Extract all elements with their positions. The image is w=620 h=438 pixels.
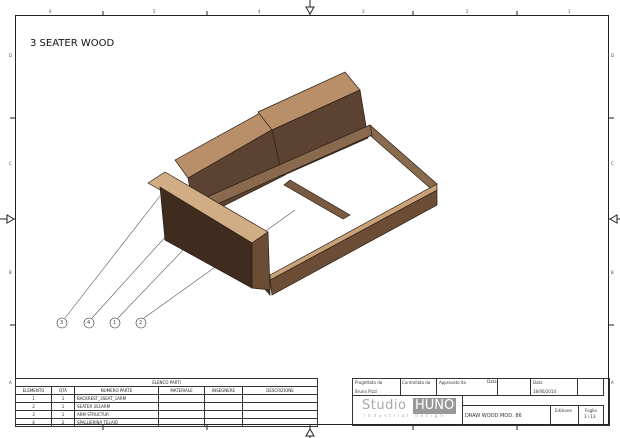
- col-header: DESCRIZIONE: [242, 386, 318, 395]
- center-arrow-top: [305, 6, 315, 16]
- zone-col-label: 6: [49, 9, 52, 14]
- backrest-right-face: [271, 89, 369, 177]
- col-header: NUMERO PARTE: [74, 386, 159, 395]
- leader-line: [64, 195, 161, 319]
- zone-row-label: C: [611, 161, 614, 166]
- date-value: 18/06/2014: [533, 389, 557, 394]
- sheet-label: Foglio: [585, 408, 597, 413]
- designed-by-label: Progettato da: [355, 380, 383, 385]
- designed-by-value: Bruno Pizzi: [355, 389, 377, 394]
- frame-front-top: [269, 183, 438, 281]
- approved-by-label: Approvato da: [439, 380, 466, 385]
- parts-list-title: ELENCO PARTI: [15, 378, 318, 387]
- center-arrow-right: [608, 214, 618, 224]
- zone-col-label: 3: [362, 9, 365, 14]
- center-arrow-bottom: [305, 427, 315, 437]
- zone-col-label: 4: [258, 9, 261, 14]
- frame-front-rail: [269, 189, 438, 296]
- date-label: Data: [533, 380, 543, 385]
- balloon: [83, 317, 95, 329]
- col-header: QTÀ: [51, 386, 75, 395]
- zone-row-label: B: [611, 270, 614, 275]
- drawing-name: DRAW WOOD MOD. 86: [465, 413, 522, 419]
- date-label: Data: [487, 379, 497, 384]
- col-header: MATERIALE: [158, 386, 205, 395]
- parts-list-table: ELENCO PARTI ELEMENTO QTÀ NUMERO PARTE M…: [15, 378, 318, 427]
- studio-huno-logo: Studio HUNO industrial design: [362, 398, 457, 419]
- zone-col-label: 5: [153, 9, 156, 14]
- leader-line: [117, 247, 186, 319]
- zone-row-label: D: [9, 53, 13, 58]
- zone-row-label: A: [611, 380, 614, 385]
- checked-by-label: Controllato da: [402, 380, 431, 385]
- frame-middle-rail: [283, 179, 351, 220]
- leader-line: [91, 233, 169, 319]
- zone-row-label: C: [9, 161, 12, 166]
- edition-label: Edizione: [555, 408, 572, 413]
- zone-row-label: A: [9, 380, 12, 385]
- arm-end: [251, 231, 271, 291]
- balloon-label: 2: [139, 320, 143, 326]
- center-arrow-left: [6, 214, 16, 224]
- balloon-label: 4: [87, 320, 91, 326]
- balloon-label: 3: [60, 320, 64, 326]
- balloon: [135, 317, 147, 329]
- zone-col-label: 2: [466, 9, 469, 14]
- zone-row-label: B: [9, 270, 12, 275]
- parts-list-header: ELEMENTO QTÀ NUMERO PARTE MATERIALE INSE…: [15, 386, 318, 395]
- balloon: [56, 317, 68, 329]
- drawing-title: 3 SEATER WOOD: [30, 38, 115, 49]
- zone-row-label: D: [611, 53, 615, 58]
- sheet-number: 3 / 13: [584, 414, 596, 419]
- balloon-label: 1: [113, 320, 117, 326]
- col-header: ELEMENTO: [15, 386, 52, 395]
- col-header: INSEGNERE: [204, 386, 243, 395]
- zone-col-label: 1: [568, 9, 571, 14]
- frame-right-rail: [363, 124, 438, 189]
- balloon: [109, 317, 121, 329]
